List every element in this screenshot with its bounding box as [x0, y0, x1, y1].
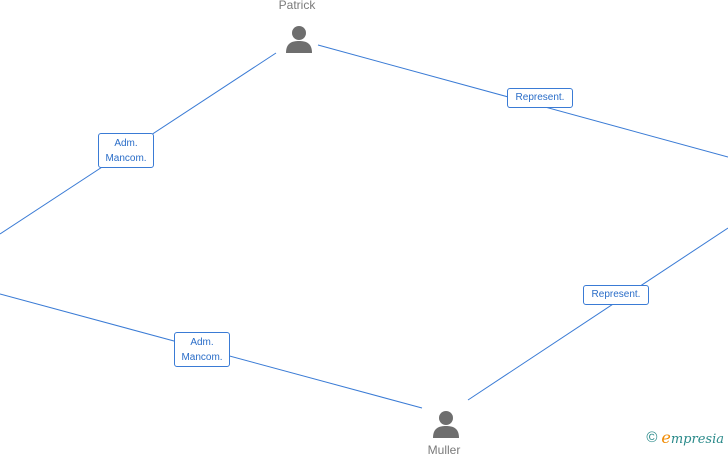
edge-label-text: Represent. — [591, 289, 641, 300]
edge-label-text: Represent. — [515, 92, 565, 103]
edge-label-line: Mancom. — [105, 153, 147, 164]
edge-label-line: Adm. — [114, 138, 138, 149]
edge-line-muller-right — [467, 227, 728, 401]
empresia-logo: © empresia — [646, 428, 724, 447]
person-icon[interactable] — [431, 409, 461, 439]
edge-label-adm-mancom[interactable]: Adm. Mancom. — [174, 332, 230, 367]
logo-wordmark: empresia — [661, 428, 724, 447]
person-icon[interactable] — [284, 24, 314, 54]
edge-label-line: Adm. — [190, 337, 214, 348]
edge-label-line: Mancom. — [181, 352, 223, 363]
node-label-muller[interactable]: Muller — [427, 443, 461, 457]
edge-label-represent[interactable]: Represent. — [583, 285, 649, 305]
edge-label-represent[interactable]: Represent. — [507, 88, 573, 108]
node-label-patrick[interactable]: Patrick — [278, 0, 316, 12]
copyright-icon: © — [646, 429, 658, 446]
edge-label-adm-mancom[interactable]: Adm. Mancom. — [98, 133, 154, 168]
